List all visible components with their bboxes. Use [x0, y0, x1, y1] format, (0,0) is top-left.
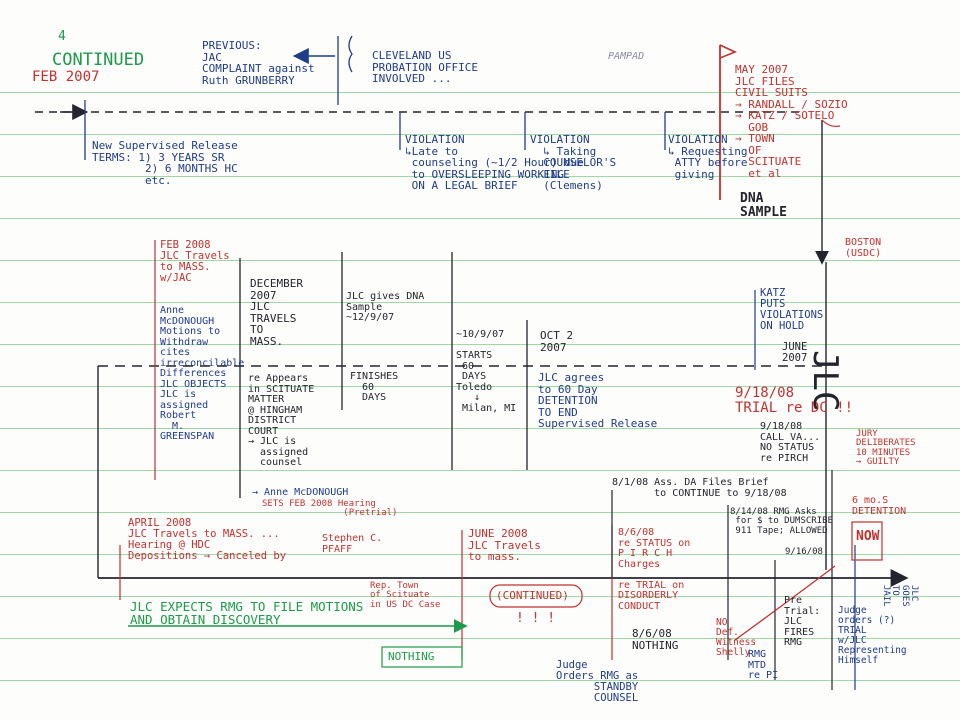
- violation-atty: VIOLATION ↳ Requesting ATTY before givin…: [668, 133, 748, 181]
- ruled-line: [0, 218, 960, 219]
- sets-feb-hearing: SETS FEB 2008 Hearing (Pretrial): [262, 499, 398, 519]
- aug-6-status: 8/6/08 re STATUS on P I R C H Charges re…: [618, 527, 691, 612]
- june-2007: JUNE 2007: [782, 341, 808, 365]
- feb-2008: FEB 2008 JLC Travels to MASS. w/JAC: [160, 239, 230, 285]
- judge-orders-self-rep: Judge orders (?) TRIAL w/JLC Representin…: [838, 605, 907, 666]
- starts-60-days: ~10/9/07 STARTS 60 DAYS Toledo ↓ Milan, …: [456, 329, 517, 414]
- aug-6-nothing: 8/6/08 NOTHING: [632, 627, 679, 652]
- violation-late: VIOLATION ↳Late to counseling (~1/2 Hour…: [405, 133, 584, 193]
- new-supervised-terms: New Supervised Release TERMS: 1) 3 YEARS…: [92, 139, 238, 187]
- ruled-line: [0, 680, 960, 681]
- ruled-line: [0, 596, 960, 597]
- finishes-60-days: FINISHES 60 DAYS: [350, 371, 399, 403]
- dec-2007-travel: DECEMBER 2007 JLC TRAVELS TO MASS.: [250, 277, 303, 348]
- jlc-expects: JLC EXPECTS RMG TO FILE MOTIONS AND OBTA…: [130, 599, 364, 628]
- now-marker: NOW: [856, 529, 880, 544]
- judge-orders-standby: Judge Orders RMG as STANDBY COUNSEL: [556, 659, 639, 705]
- ruled-line: [0, 638, 960, 639]
- call-va-status: 9/18/08 CALL VA... NO STATUS re PIRCH: [760, 421, 821, 464]
- cleveland-note: CLEVELAND US PROBATION OFFICE INVOLVED .…: [372, 49, 478, 86]
- april-2008: APRIL 2008 JLC Travels to MASS. ... Hear…: [128, 517, 287, 563]
- oct-2007: OCT 2 2007: [540, 329, 574, 354]
- ruled-line: [0, 302, 960, 303]
- ruled-line: [0, 134, 960, 135]
- nothing-green: NOTHING: [388, 650, 435, 663]
- katz-hold: KATZ PUTS VIOLATIONS ON HOLD: [760, 287, 824, 333]
- ruled-line: [0, 470, 960, 471]
- continued-box: (CONTINUED): [496, 589, 569, 602]
- no-def-witness: NO Def. Witness Shelly: [716, 617, 757, 658]
- dna-sample: DNA SAMPLE: [740, 191, 787, 220]
- trial-re-dc: 9/18/08 TRIAL re DC !!: [735, 385, 854, 416]
- jlc-goes-to-jail: JLC GOES TO JAIL: [880, 585, 919, 607]
- pampad-logo: PAMPAD: [608, 51, 645, 62]
- june-2008: JUNE 2008 JLC Travels to mass.: [468, 527, 541, 564]
- ruled-line: [0, 176, 960, 177]
- six-months-detention: 6 mo.S DETENTION: [852, 495, 907, 517]
- date-9-16-08: 9/16/08: [785, 547, 823, 557]
- anne-mcdonough: → Anne McDONOUGH: [252, 487, 349, 498]
- ruled-line: [0, 344, 960, 345]
- jlc-agrees-detention: JLC agrees to 60 Day DETENTION TO END Su…: [538, 371, 658, 431]
- anne-withdraw: Anne McDONOUGH Motions to Withdraw cites…: [160, 305, 245, 442]
- pretrial-fires-rmg: Pre Trial: JLC FIRES RMG: [784, 595, 821, 648]
- jlc-gives-dna: JLC gives DNA Sample ~12/9/07: [346, 291, 425, 323]
- rmg-mtd: RMG MTD re PI: [748, 649, 779, 681]
- ruled-line: [0, 512, 960, 513]
- scituate-matter: re Appears in SCITUATE MATTER @ HINGHAM …: [248, 373, 315, 468]
- rmg-asks-funds: 8/14/08 RMG Asks for $ to DUMSCRIBE 911 …: [730, 507, 833, 536]
- previous-note: PREVIOUS: JAC COMPLAINT against Ruth GRU…: [202, 39, 315, 87]
- ruled-line: [0, 428, 960, 429]
- rep-town-scituate: Rep. Town of Scituate in US DC Case: [370, 581, 441, 610]
- ruled-line: [0, 260, 960, 261]
- ruled-line: [0, 92, 960, 93]
- exclamations: ! ! !: [516, 611, 556, 626]
- page-number: 4: [58, 29, 66, 44]
- ruled-line: [0, 554, 960, 555]
- violation-file: VIOLATION ↳ Taking COUNSELOR'S FILE (Cle…: [530, 133, 617, 193]
- ruled-line: [0, 386, 960, 387]
- boston-usdc: BOSTON (USDC): [845, 237, 882, 259]
- start-date: FEB 2007: [32, 69, 100, 85]
- jury-guilty: JURY DELIBERATES 10 MINUTES → GUILTY: [856, 429, 916, 468]
- may-2007-civil-suits: MAY 2007 JLC FILES CIVIL SUITS → RANDALL…: [735, 63, 848, 180]
- continued-label: CONTINUED: [52, 50, 145, 70]
- ass-da-brief: 8/1/08 Ass. DA Files Brief to CONTINUE t…: [612, 477, 787, 499]
- jlc-vertical: JLC: [805, 350, 845, 412]
- stephen-pfaff: Stephen C. PFAFF: [322, 533, 383, 555]
